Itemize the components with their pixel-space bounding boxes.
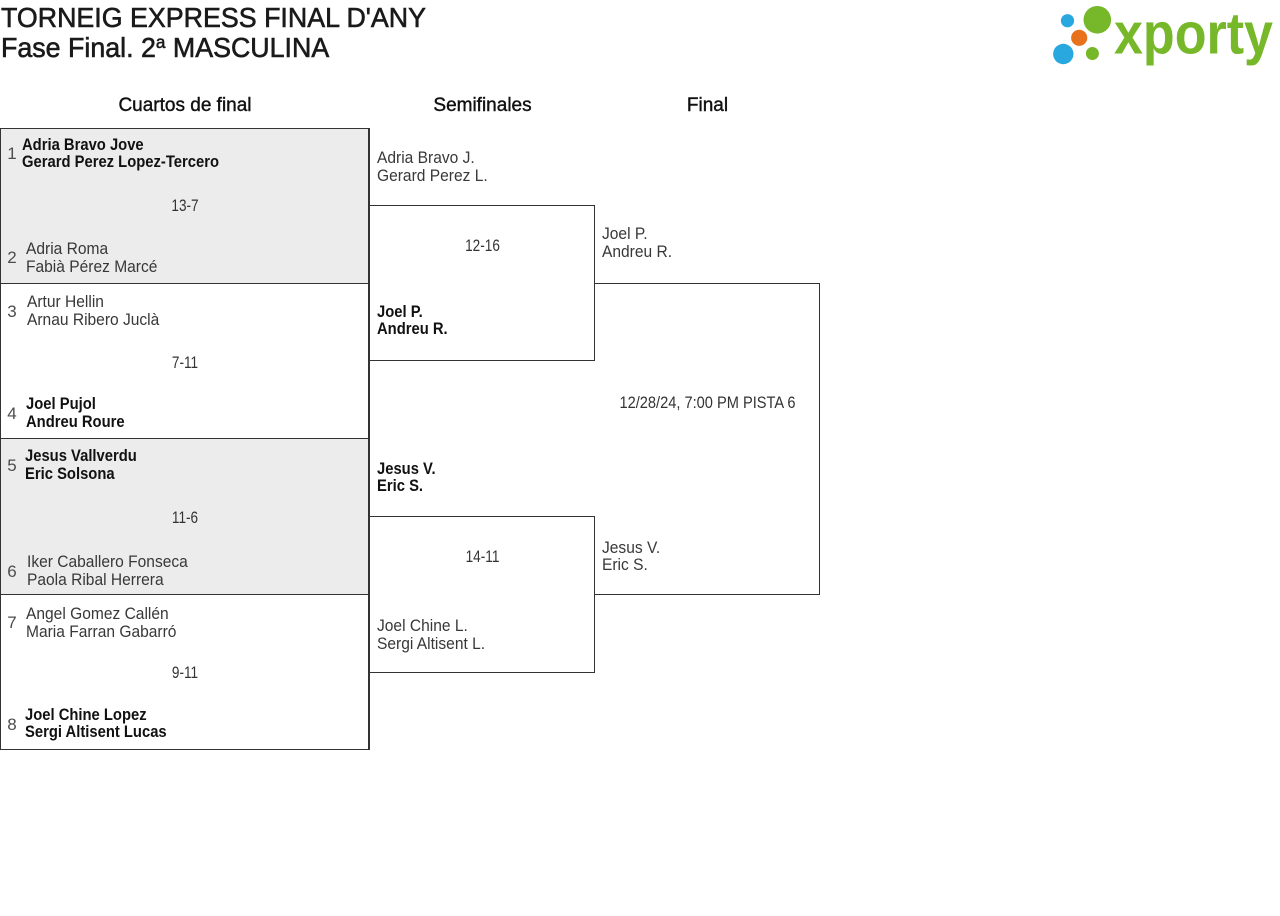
svg-text:xporty: xporty — [1114, 2, 1273, 67]
